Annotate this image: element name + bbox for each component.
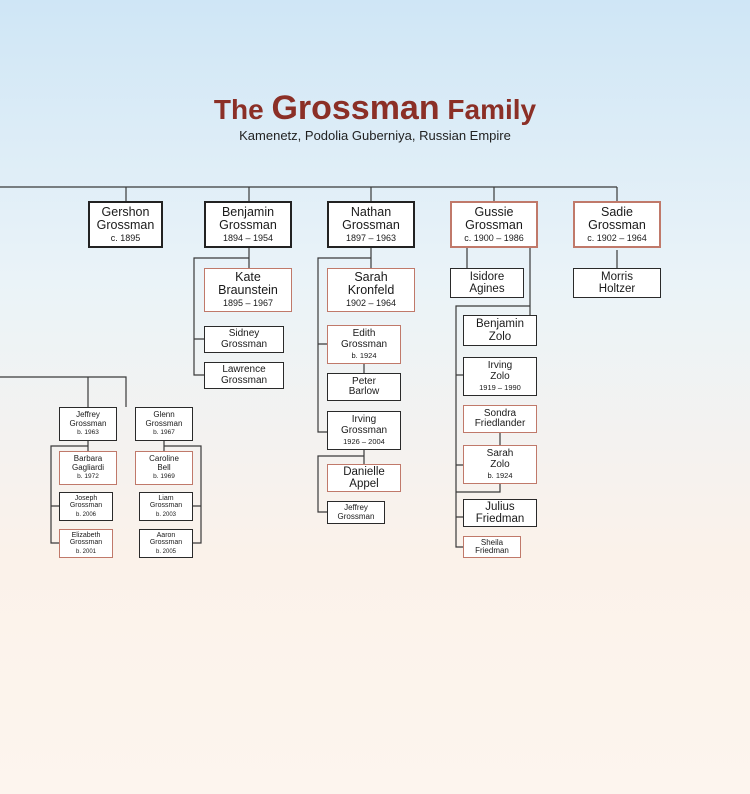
person-dates: c. 1900 – 1986 <box>464 232 524 243</box>
person-name: Sarah Zolo <box>486 448 514 470</box>
person-benjamin-zolo: Benjamin Zolo <box>463 315 537 346</box>
title-suffix: Family <box>447 94 537 125</box>
person-dates: 1897 – 1963 <box>345 232 397 243</box>
person-dates: b. 1967 <box>153 428 175 436</box>
left-branch-lines <box>0 376 202 544</box>
person-dates: 1902 – 1964 <box>345 298 397 309</box>
person-name: Julius Friedman <box>475 500 525 525</box>
person-name: Sarah Kronfeld <box>347 270 395 298</box>
person-danielle-appel: Danielle Appel <box>327 464 401 492</box>
person-sheila-friedman: Sheila Friedman <box>463 536 521 558</box>
title-family-name: Grossman <box>271 89 440 127</box>
person-dates: c. 1895 <box>110 232 141 243</box>
person-peter-barlow: Peter Barlow <box>327 373 401 401</box>
benjamin-family-lines <box>193 247 250 376</box>
person-lawrence-grossman: Lawrence Grossman <box>204 362 284 389</box>
person-name: Glenn Grossman <box>145 410 183 428</box>
person-name: Sadie Grossman <box>588 204 646 232</box>
gussie-family-lines <box>455 247 531 548</box>
person-name: Danielle Appel <box>343 465 385 490</box>
person-dates: b. 1963 <box>77 428 99 436</box>
person-name: Irving Zolo <box>487 360 513 382</box>
person-name: Jeffrey Grossman <box>69 410 107 428</box>
person-name: Kate Braunstein <box>218 270 278 298</box>
person-name: Nathan Grossman <box>342 204 400 232</box>
person-name: Sondra Friedlander <box>474 407 526 429</box>
person-name: Morris Holtzer <box>598 270 636 295</box>
person-name: Elizabeth Grossman <box>69 532 103 547</box>
person-dates: b. 1924 <box>487 471 513 481</box>
person-name: Caroline Bell <box>149 454 179 472</box>
person-dates: 1895 – 1967 <box>222 298 274 309</box>
title-prefix: The <box>213 94 264 125</box>
person-name: Jeffrey Grossman <box>337 503 375 521</box>
person-dates: b. 2006 <box>75 511 97 518</box>
person-name: Gussie Grossman <box>465 204 523 232</box>
person-name: Peter Barlow <box>348 375 380 397</box>
person-morris-holtzer: Morris Holtzer <box>573 268 661 298</box>
person-name: Irving Grossman <box>340 414 388 436</box>
person-name: Isidore Agines <box>469 270 505 295</box>
person-dates: 1926 – 2004 <box>343 437 385 447</box>
person-dates: b. 1972 <box>77 472 99 480</box>
person-dates: b. 1924 <box>351 351 377 361</box>
person-name: Edith Grossman <box>340 328 388 350</box>
person-name: Barbara Gagliardi <box>71 454 104 472</box>
person-jeffrey-grossman-nathan-line: Jeffrey Grossman <box>327 501 385 524</box>
page-title: The Grossman Family <box>0 88 750 130</box>
person-name: Joseph Grossman <box>69 495 103 510</box>
person-name: Sheila Friedman <box>475 537 509 555</box>
nathan-family-lines <box>317 247 372 513</box>
generation-bar <box>0 186 618 201</box>
person-isidore-agines: Isidore Agines <box>450 268 524 298</box>
person-name: Sidney Grossman <box>220 328 268 350</box>
person-sidney-grossman: Sidney Grossman <box>204 326 284 353</box>
person-dates: b. 2005 <box>155 548 177 555</box>
person-name: Lawrence Grossman <box>220 364 268 386</box>
person-dates: b. 2003 <box>155 511 177 518</box>
person-dates: 1894 – 1954 <box>222 232 274 243</box>
person-dates: 1919 – 1990 <box>479 383 521 393</box>
person-sondra-friedlander: Sondra Friedlander <box>463 405 537 433</box>
person-dates: b. 2001 <box>75 548 97 555</box>
person-name: Benjamin Zolo <box>476 318 524 343</box>
person-dates: b. 1969 <box>153 472 175 480</box>
page-subtitle: Kamenetz, Podolia Guberniya, Russian Emp… <box>239 128 511 143</box>
person-name: Benjamin Grossman <box>219 204 277 232</box>
person-name: Gershon Grossman <box>96 204 155 232</box>
person-julius-friedman: Julius Friedman <box>463 499 537 527</box>
person-dates: c. 1902 – 1964 <box>587 232 647 243</box>
person-name: Aaron Grossman <box>149 532 183 547</box>
person-name: Liam Grossman <box>149 495 183 510</box>
